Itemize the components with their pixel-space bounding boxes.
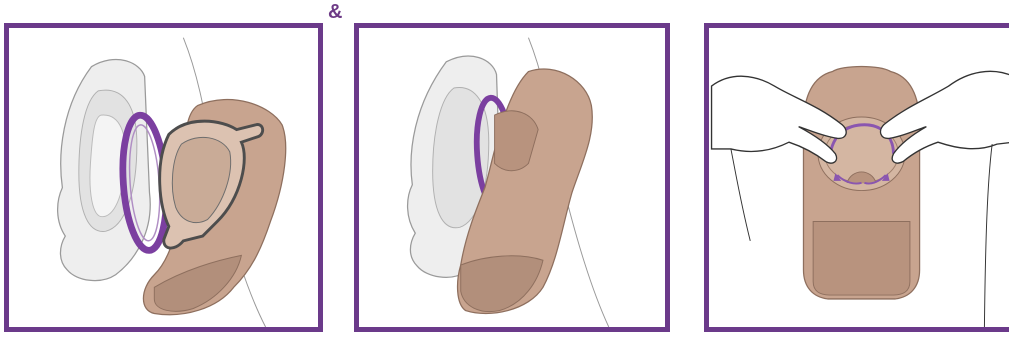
pouch-alignment-illustration (9, 28, 318, 327)
ampersand-separator: & (328, 2, 342, 22)
illustration-panel-3 (704, 23, 1009, 332)
illustration-panel-1 (4, 23, 323, 332)
illustration-panel-2 (354, 23, 670, 332)
pouch-attached-illustration (359, 28, 665, 327)
press-around-ring-illustration (709, 28, 1009, 327)
